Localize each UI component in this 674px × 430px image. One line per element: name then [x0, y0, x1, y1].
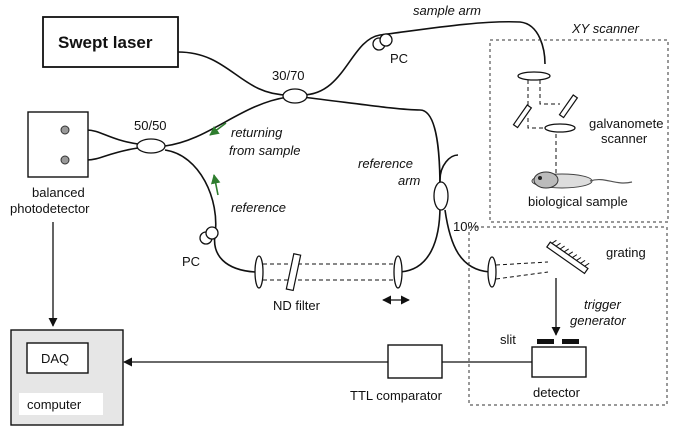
fiber-coupler-lower-left [164, 96, 289, 147]
coupler-30-70 [282, 88, 308, 104]
returning-label-2: from sample [229, 143, 301, 158]
ttl-comparator-label: TTL comparator [350, 388, 443, 403]
xy-scanner-label: XY scanner [571, 21, 640, 36]
diffraction-grating [545, 239, 590, 275]
fiber-50-to-detector-bottom [86, 147, 139, 161]
photodiode-top [60, 125, 70, 135]
reference-arrow [210, 174, 221, 196]
fiber-10-percent-to-trigger [444, 209, 491, 273]
trigger-label-2: generator [570, 313, 626, 328]
biological-sample-label: biological sample [528, 194, 628, 209]
scanner-beam [527, 80, 560, 175]
returning-arrow [209, 122, 227, 136]
daq-box [26, 342, 89, 374]
biological-sample-tadpole [531, 171, 633, 189]
ten-percent-label: 10% [453, 219, 479, 234]
fiber-reference-arm-to-lens [399, 205, 441, 273]
swept-laser-box [42, 16, 179, 68]
polarization-controller-top [372, 33, 393, 51]
slit-right [562, 339, 579, 344]
pc-bottom-label: PC [182, 254, 200, 269]
coupler-50-50 [136, 138, 166, 154]
sample-arm-label: sample arm [413, 3, 481, 18]
nd-filter-label: ND filter [273, 298, 321, 313]
ttl-comparator-box [387, 344, 443, 379]
balanced-photodetector-label-2: photodetector [10, 201, 90, 216]
fiber-laser-to-coupler [177, 51, 289, 96]
swept-laser-label: Swept laser [58, 33, 153, 52]
scanner-objective-lens [544, 123, 576, 133]
grating-label: grating [606, 245, 646, 260]
reference-collimator-lens [254, 255, 264, 289]
trigger-collimator-lens [487, 256, 497, 288]
pc-top-label: PC [390, 51, 408, 66]
photodiode-bottom [60, 155, 70, 165]
returning-label-1: returning [231, 125, 283, 140]
slit-left [537, 339, 554, 344]
trigger-label-1: trigger [584, 297, 622, 312]
reference-mirror-lens [393, 255, 403, 289]
balanced-photodetector-label-1: balanced [32, 185, 85, 200]
reference-label: reference [231, 200, 286, 215]
fiber-coupler-to-sample-arm [301, 20, 546, 96]
computer-label: computer [27, 397, 82, 412]
fiber-reference-arm-top [439, 154, 459, 190]
detector-box [531, 346, 587, 378]
trigger-beam [495, 261, 549, 280]
coupler-30-70-label: 30/70 [272, 68, 305, 83]
galvanometer-label-2: scanner [601, 131, 648, 146]
balanced-photodetector-box [27, 111, 89, 178]
detector-label: detector [533, 385, 581, 400]
fiber-50-to-detector-top [86, 129, 139, 145]
scanner-input-lens [517, 71, 551, 81]
slit-label: slit [500, 332, 516, 347]
coupler-50-50-label: 50/50 [134, 118, 167, 133]
daq-label: DAQ [41, 351, 69, 366]
galvo-mirror-2 [558, 94, 579, 119]
reference-arm-label-1: reference [358, 156, 413, 171]
reference-beam [263, 263, 395, 281]
trigger-generator-box [468, 226, 668, 406]
galvo-mirror-1 [512, 104, 533, 129]
computer-label-box [19, 393, 103, 415]
fiber-coupler-to-reference-arm [301, 96, 441, 191]
nd-filter [285, 253, 302, 292]
reference-arm-label-2: arm [398, 173, 421, 188]
coupler-10-percent [433, 181, 449, 211]
galvanometer-label-1: galvanomete [589, 116, 663, 131]
polarization-controller-bottom [199, 226, 219, 245]
